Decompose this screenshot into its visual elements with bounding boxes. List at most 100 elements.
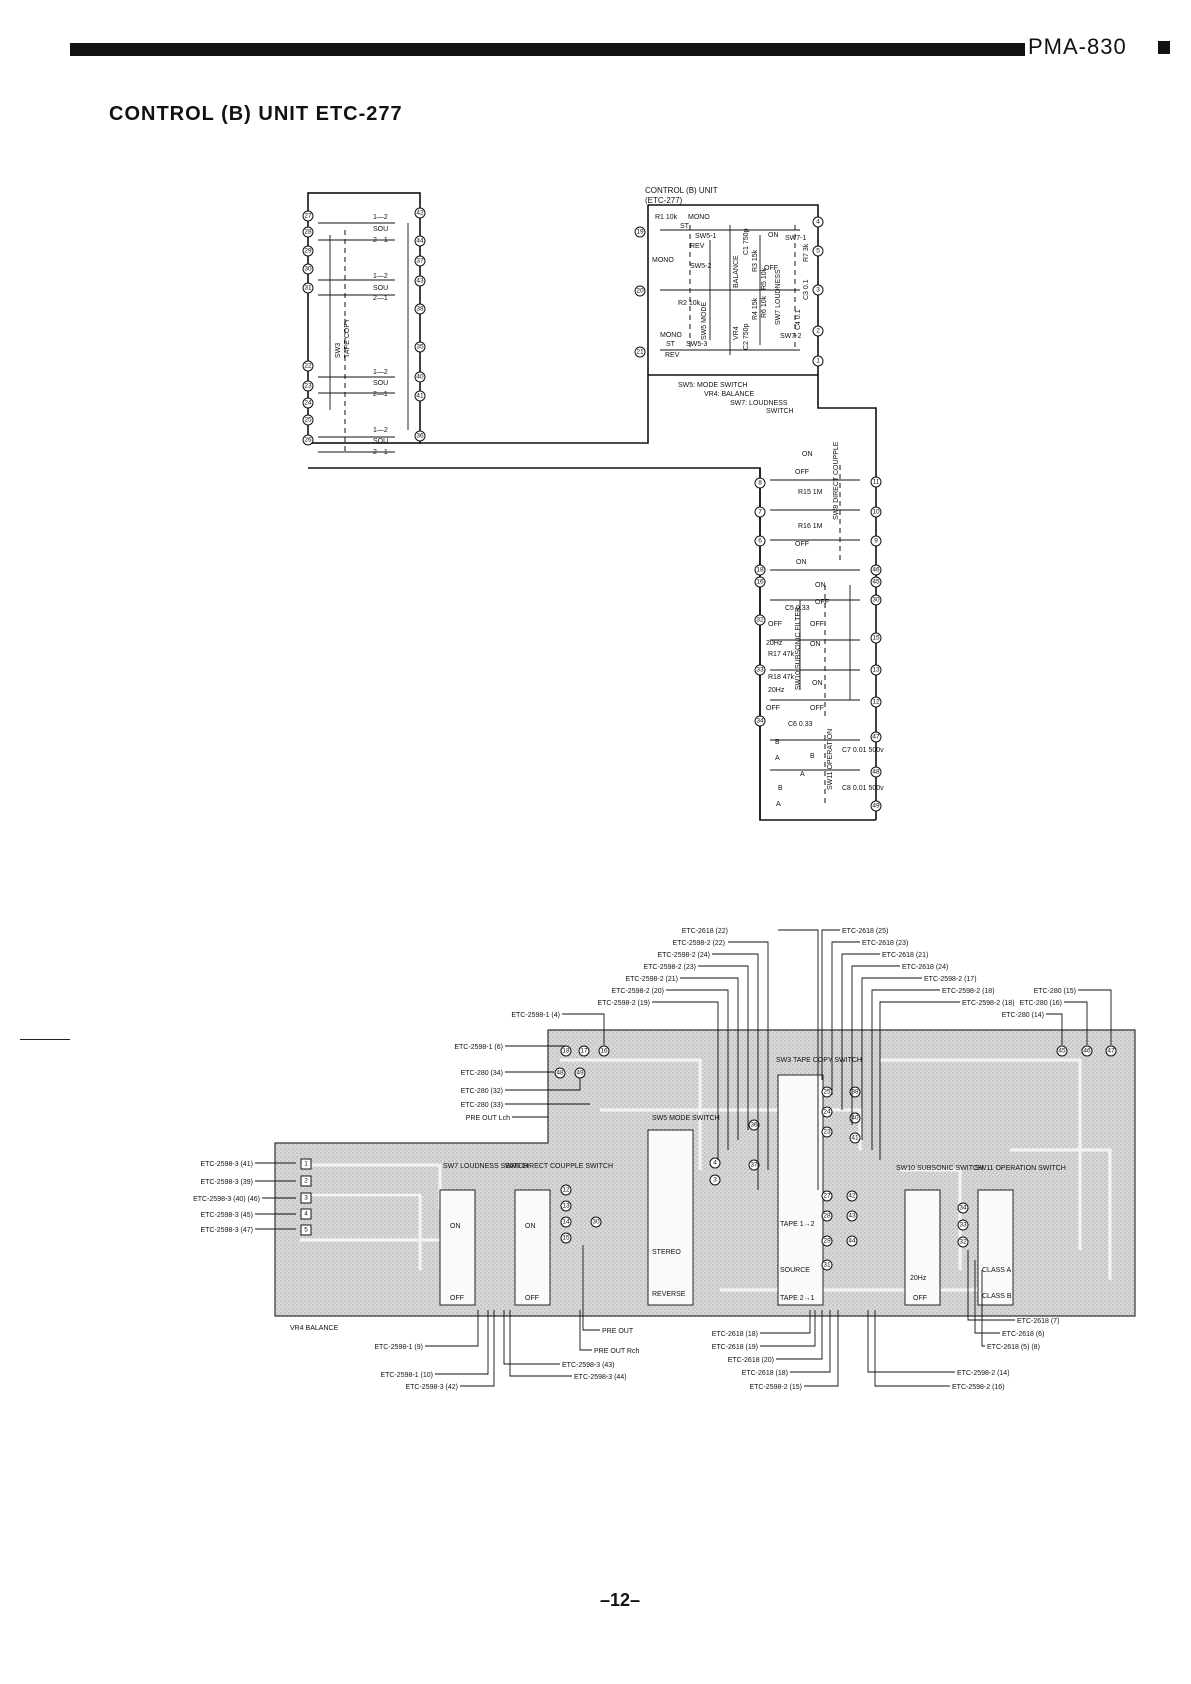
svg-text:TAPE 2→1: TAPE 2→1 xyxy=(780,1295,815,1302)
svg-text:6: 6 xyxy=(758,538,762,545)
svg-text:41: 41 xyxy=(851,1135,859,1142)
svg-text:R5 10k: R5 10k xyxy=(761,267,768,290)
svg-text:ETC-2598-3 (42): ETC-2598-3 (42) xyxy=(405,1384,458,1391)
svg-text:OFF: OFF xyxy=(766,705,780,712)
svg-text:ETC-2598-1 (9): ETC-2598-1 (9) xyxy=(374,1344,423,1351)
svg-text:ETC-2618 (7): ETC-2618 (7) xyxy=(1017,1318,1059,1325)
svg-text:ETC-2598-3 (43): ETC-2598-3 (43) xyxy=(562,1362,615,1369)
svg-text:ETC-2598-2 (18): ETC-2598-2 (18) xyxy=(942,988,995,995)
svg-text:SW5-3: SW5-3 xyxy=(686,341,708,348)
svg-text:CLASS A: CLASS A xyxy=(982,1267,1012,1274)
svg-text:1—2: 1—2 xyxy=(373,427,388,434)
pcb-leader-wires xyxy=(255,929,1112,1387)
svg-text:45: 45 xyxy=(872,579,880,586)
svg-text:2—1: 2—1 xyxy=(373,237,388,244)
svg-text:ON: ON xyxy=(810,641,821,648)
svg-text:C7 0.01 500v: C7 0.01 500v xyxy=(842,747,884,754)
svg-text:C4 0.1: C4 0.1 xyxy=(795,309,802,330)
svg-text:20: 20 xyxy=(636,288,644,295)
svg-text:1—2: 1—2 xyxy=(373,214,388,221)
svg-text:8: 8 xyxy=(758,480,762,487)
svg-text:TAPE COPY: TAPE COPY xyxy=(344,318,351,358)
svg-text:ON: ON xyxy=(815,582,826,589)
svg-text:36: 36 xyxy=(750,1122,758,1129)
svg-text:ETC-2598-2 (19): ETC-2598-2 (19) xyxy=(597,1000,650,1007)
svg-text:ETC-2598-2 (24): ETC-2598-2 (24) xyxy=(657,952,710,959)
svg-text:SW10 SUBSONIC SWITCH: SW10 SUBSONIC SWITCH xyxy=(896,1165,983,1172)
svg-text:ST: ST xyxy=(666,341,676,348)
svg-text:44: 44 xyxy=(416,238,424,245)
svg-text:SW7 LOUDNESS: SW7 LOUDNESS xyxy=(775,269,782,325)
svg-text:SW5 MODE: SW5 MODE xyxy=(701,302,708,340)
lower-block-labels: ON OFF R15 1M R16 1M SW8 DIRECT COUPPLE … xyxy=(766,441,884,808)
svg-text:ETC-2598-2 (17): ETC-2598-2 (17) xyxy=(924,976,977,983)
svg-text:SW8 DIRECT COUPPLE: SW8 DIRECT COUPPLE xyxy=(833,441,840,520)
svg-text:CLASS B: CLASS B xyxy=(982,1293,1012,1300)
page-number: –12– xyxy=(600,1590,641,1610)
svg-text:OFF: OFF xyxy=(764,265,778,272)
svg-text:17: 17 xyxy=(580,1048,588,1055)
svg-text:ETC-2598-2 (22): ETC-2598-2 (22) xyxy=(672,940,725,947)
svg-text:SW7: LOUDNESS: SW7: LOUDNESS xyxy=(730,400,788,407)
svg-text:SW5-1: SW5-1 xyxy=(695,233,717,240)
notes: SW5: MODE SWITCH VR4: BALANCE SW7: LOUDN… xyxy=(678,382,794,415)
svg-text:SWITCH: SWITCH xyxy=(766,408,794,415)
svg-text:SW11 OPERATION: SW11 OPERATION xyxy=(827,729,834,790)
svg-text:R4 15k: R4 15k xyxy=(752,297,759,320)
svg-text:MONO: MONO xyxy=(688,214,710,221)
svg-text:18: 18 xyxy=(562,1048,570,1055)
svg-text:ETC-2598-1 (6): ETC-2598-1 (6) xyxy=(454,1044,503,1051)
svg-text:ETC-2598-3 (39): ETC-2598-3 (39) xyxy=(200,1179,253,1186)
svg-text:38: 38 xyxy=(416,306,424,313)
svg-text:12: 12 xyxy=(872,699,880,706)
svg-text:22: 22 xyxy=(304,363,312,370)
svg-text:46: 46 xyxy=(872,567,880,574)
svg-text:ETC-280 (14): ETC-280 (14) xyxy=(1002,1012,1044,1019)
svg-text:ON: ON xyxy=(768,232,779,239)
svg-text:VR4: VR4 xyxy=(733,326,740,340)
svg-text:30: 30 xyxy=(872,597,880,604)
svg-text:29: 29 xyxy=(823,1238,831,1245)
svg-text:B: B xyxy=(810,753,815,760)
svg-text:20Hz: 20Hz xyxy=(768,687,785,694)
schematic-wires xyxy=(318,222,860,771)
svg-text:C2 750p: C2 750p xyxy=(743,323,750,350)
svg-text:31: 31 xyxy=(823,1262,831,1269)
svg-text:ETC-2598-3 (41): ETC-2598-3 (41) xyxy=(200,1161,253,1168)
svg-text:R6 10k: R6 10k xyxy=(761,295,768,318)
svg-text:BALANCE: BALANCE xyxy=(733,255,740,288)
svg-text:46: 46 xyxy=(1083,1048,1091,1055)
svg-text:24: 24 xyxy=(823,1109,831,1116)
svg-text:A: A xyxy=(800,771,805,778)
svg-text:STEREO: STEREO xyxy=(652,1249,681,1256)
svg-text:23: 23 xyxy=(304,383,312,390)
terminal-nodes xyxy=(302,207,882,812)
svg-text:SW8 DIRECT COUPPLE SWITCH: SW8 DIRECT COUPPLE SWITCH xyxy=(505,1163,613,1170)
svg-text:1: 1 xyxy=(816,358,820,365)
svg-text:2: 2 xyxy=(304,1178,308,1185)
svg-text:ETC-280 (16): ETC-280 (16) xyxy=(1020,1000,1062,1007)
svg-text:5: 5 xyxy=(304,1227,308,1234)
svg-text:ON: ON xyxy=(525,1223,536,1230)
svg-text:43: 43 xyxy=(416,278,424,285)
svg-text:ETC-2598-2 (15): ETC-2598-2 (15) xyxy=(749,1384,802,1391)
svg-text:1: 1 xyxy=(304,1161,308,1168)
svg-text:ETC-2618 (23): ETC-2618 (23) xyxy=(862,940,908,947)
svg-text:48: 48 xyxy=(872,769,880,776)
svg-text:R1 10k: R1 10k xyxy=(655,214,678,221)
svg-text:REV: REV xyxy=(665,352,680,359)
pcb-mid-left-labels: ETC-2598-1 (6) ETC-280 (34) ETC-280 (32)… xyxy=(454,1044,510,1122)
svg-text:26: 26 xyxy=(304,437,312,444)
svg-text:25: 25 xyxy=(304,417,312,424)
svg-text:SW5 MODE SWITCH: SW5 MODE SWITCH xyxy=(652,1115,720,1122)
svg-text:47: 47 xyxy=(1107,1048,1115,1055)
svg-text:ETC-2618 (24): ETC-2618 (24) xyxy=(902,964,948,971)
svg-text:31: 31 xyxy=(304,285,312,292)
svg-text:ETC-2618 (25): ETC-2618 (25) xyxy=(842,928,888,935)
svg-text:45: 45 xyxy=(1058,1048,1066,1055)
svg-text:ETC-2598-3 (45): ETC-2598-3 (45) xyxy=(200,1212,253,1219)
svg-text:47: 47 xyxy=(872,734,880,741)
svg-text:25: 25 xyxy=(823,1089,831,1096)
svg-text:REVERSE: REVERSE xyxy=(652,1291,686,1298)
